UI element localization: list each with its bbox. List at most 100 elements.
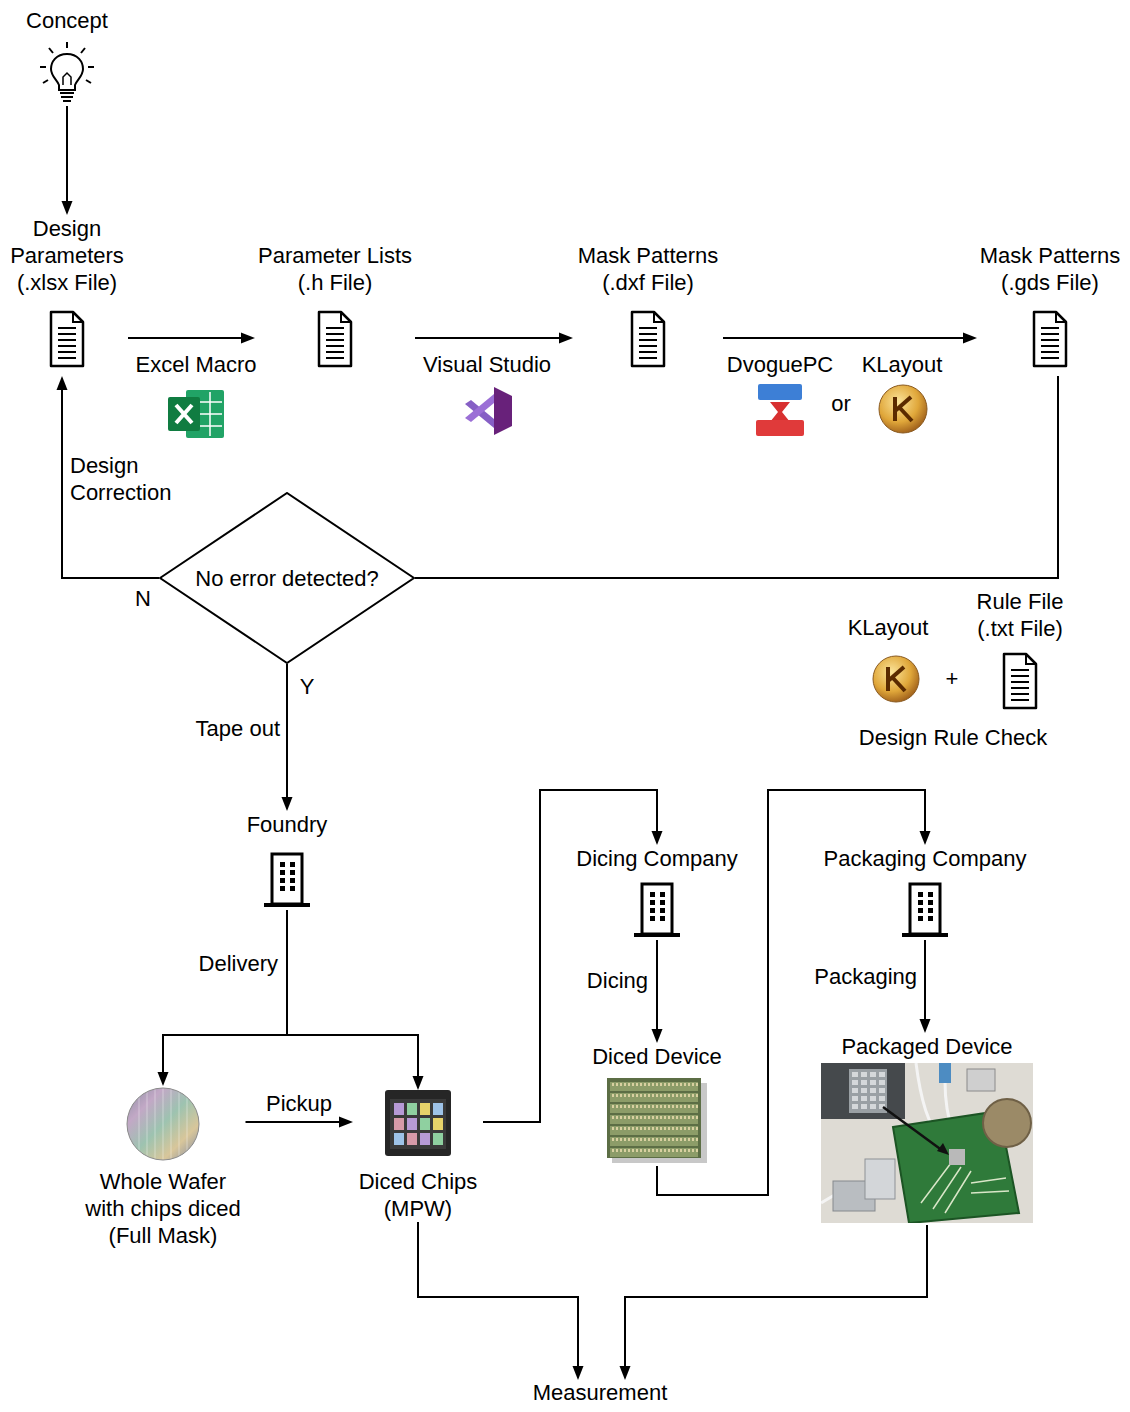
- graphic-part: [636, 1138, 638, 1141]
- graphic-part: [656, 1105, 658, 1108]
- graphic-part: [433, 1118, 443, 1130]
- graphic-part: [660, 1094, 662, 1097]
- graphic-part: [319, 312, 351, 366]
- graphic-part: [660, 1083, 662, 1086]
- graphic-part: [620, 1116, 622, 1119]
- graphic-part: [280, 870, 285, 875]
- bldg-icon: [264, 852, 310, 908]
- graphic-part: [680, 1105, 682, 1108]
- connector-line: [66, 106, 68, 203]
- graphic-part: [852, 1088, 858, 1093]
- graphic-part: [650, 916, 655, 921]
- graphic-part: [861, 1072, 867, 1077]
- graphic-part: [879, 1088, 885, 1093]
- connector-line: [418, 1222, 578, 1368]
- graphic-part: [394, 1118, 404, 1130]
- graphic-part: [692, 1138, 694, 1141]
- graphic-part: [636, 1083, 638, 1086]
- graphic-part: [684, 1083, 686, 1086]
- node-label: Parameter Lists (.h File): [255, 242, 415, 296]
- graphic-part: [928, 900, 933, 905]
- decision-diamond: No error detected?: [159, 492, 415, 664]
- node-label: Design Parameters (.xlsx File): [6, 215, 128, 296]
- graphic-part: [610, 1115, 698, 1124]
- graphic-part: [612, 1127, 614, 1130]
- klayout-ball: [873, 656, 919, 702]
- node-text: Mask Patterns (.gds File): [977, 242, 1123, 296]
- graphic-part: [290, 886, 295, 891]
- graphic-part: [688, 1083, 690, 1086]
- graphic-part: [620, 1083, 622, 1086]
- graphic-part: [676, 1127, 678, 1130]
- graphic-part: [684, 1094, 686, 1097]
- graphic-part: [668, 1083, 670, 1086]
- graphic-part: [610, 1093, 698, 1102]
- graphic-part: [640, 1094, 642, 1097]
- graphic-part: [918, 900, 923, 905]
- wafer-node: Whole Wafer with chips diced (Full Mask): [81, 1086, 246, 1249]
- connector-line: [625, 1225, 927, 1368]
- graphic-part: [640, 1105, 642, 1108]
- excel-mark: [176, 405, 192, 423]
- free-label: KLayout: [848, 614, 929, 641]
- graphic-part: [852, 1096, 858, 1101]
- node-text: Whole Wafer with chips diced (Full Mask): [81, 1168, 246, 1249]
- graphic-part: [672, 1138, 674, 1141]
- graphic-part: [636, 1105, 638, 1108]
- graphic-part: [612, 1116, 614, 1119]
- graphic-part: [1034, 312, 1066, 366]
- connector-line: [163, 910, 287, 1074]
- graphic-part: [852, 1104, 858, 1109]
- node-text: Concept: [12, 7, 122, 34]
- graphic-part: [648, 1149, 650, 1152]
- graphic-part: [616, 1127, 618, 1130]
- node-label: Mask Patterns (.gds File): [977, 242, 1123, 296]
- arrowhead: [652, 831, 663, 845]
- graphic-part: [696, 1138, 698, 1141]
- klayout-ball: [879, 385, 927, 433]
- graphic-part: [650, 908, 655, 913]
- graphic-part: [688, 1105, 690, 1108]
- company-node: Dicing Company: [570, 845, 745, 940]
- graphic-part: [668, 1116, 670, 1119]
- graphic-part: [58, 328, 76, 358]
- graphic-part: [861, 1104, 867, 1109]
- bulb-icon: [37, 40, 97, 104]
- connector: [920, 940, 931, 1033]
- graphic-part: [624, 1094, 626, 1097]
- graphic-part: [648, 1094, 650, 1097]
- graphic-part: [160, 493, 414, 663]
- connector: [620, 1225, 928, 1380]
- graphic-part: [290, 862, 295, 867]
- graphic-part: [127, 1088, 199, 1160]
- graphic-part: [680, 1116, 682, 1119]
- node-text: Packaged Device: [820, 1033, 1035, 1060]
- node-label: Diced Device: [587, 1043, 727, 1070]
- graphic-part: [616, 1094, 618, 1097]
- graphic-part: [639, 328, 657, 358]
- graphic-part: [883, 1107, 943, 1151]
- graphic-part: [628, 1149, 630, 1152]
- graphic-part: [656, 1149, 658, 1152]
- arrowhead: [573, 1366, 584, 1380]
- graphic-part: [672, 1149, 674, 1152]
- graphic-part: [628, 1105, 630, 1108]
- graphic-part: [652, 1105, 654, 1108]
- graphic-part: [1041, 328, 1059, 358]
- graphic-part: [676, 1116, 678, 1119]
- graphic-part: [51, 54, 83, 90]
- node-text: No error detected?: [195, 565, 378, 592]
- connector: [282, 664, 293, 811]
- connector: [415, 333, 573, 344]
- graphic-part: [616, 1149, 618, 1152]
- klayout-mark: [895, 397, 912, 421]
- file-node: Mask Patterns (.gds File): [977, 242, 1123, 376]
- connector-line: [924, 940, 926, 1021]
- graphic-part: [607, 1078, 701, 1158]
- file-node: Mask Patterns (.dxf File): [573, 242, 723, 376]
- graphic-part: [680, 1083, 682, 1086]
- graphic-part: [616, 1083, 618, 1086]
- graphic-part: [660, 916, 665, 921]
- graphic-part: [612, 1083, 614, 1086]
- graphic-part: [394, 1103, 404, 1115]
